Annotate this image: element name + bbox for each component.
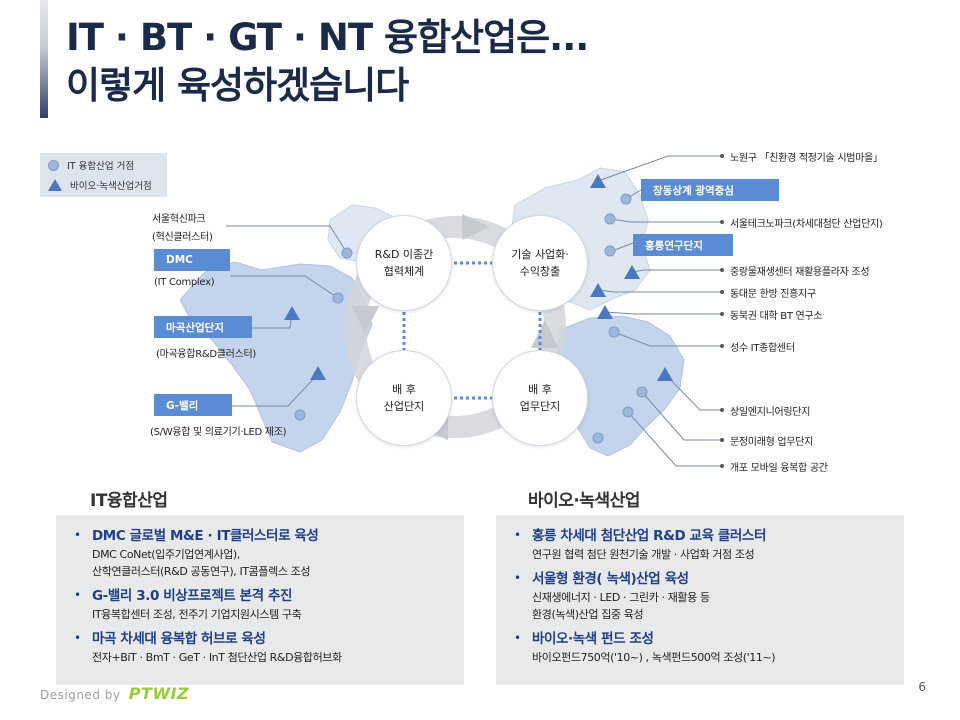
bullet-icon: • <box>514 528 522 542</box>
label-gvalley-sub: (S/W융합 및 의료기기·LED 제조) <box>150 427 287 438</box>
changdong-marker <box>620 193 632 205</box>
cycle-rnd-circle: R&D 이종간 협력체계 <box>356 215 452 311</box>
label-munjeong: 문정미래형 업무단지 <box>730 437 813 448</box>
jungnang-marker <box>624 265 640 279</box>
it-section-title: IT융합산업 <box>90 491 168 511</box>
bio-section-title: 바이오·녹색산업 <box>528 491 640 511</box>
it-item: • G-밸리 3.0 비상프로젝트 본격 추진 IT융복합센터 조성, 전주기 … <box>74 587 444 623</box>
legend-bio-row: 바이오·녹색산업거점 <box>48 178 152 192</box>
bio-item-head: 서울형 환경( 녹색)산업 육성 <box>532 571 689 587</box>
it-section-panel: • DMC 글로벌 M&E · IT클러스터로 육성 DMC CoNet(입주기… <box>56 515 464 685</box>
west-leader-lines <box>226 225 348 407</box>
bullet-icon: • <box>514 571 522 585</box>
it-item-head: G-밸리 3.0 비상프로젝트 본격 추진 <box>92 588 293 604</box>
cycle-back-industry-circle: 배 후 산업단지 <box>356 350 452 446</box>
box-magok: 마곡산업단지 <box>154 316 252 338</box>
it-item: • 마곡 차세대 융복합 허브로 육성 전자+BiT · BmT · GeT ·… <box>74 630 444 666</box>
box-changdong: 창동상계 광역중심 <box>641 179 779 201</box>
box-dmc: DMC <box>154 249 230 271</box>
east-leader-lines <box>597 155 722 467</box>
east-label-dots <box>720 154 724 468</box>
flow-arrow-right <box>531 320 558 348</box>
munjeong-marker <box>636 386 648 398</box>
dongbuk-bt-marker <box>597 305 613 319</box>
gvalley-marker <box>310 366 326 380</box>
seoul-technopark-marker <box>604 213 616 225</box>
label-seongsu: 성수 IT종합센터 <box>730 343 795 354</box>
box-gvalley: G-밸리 <box>154 394 232 416</box>
dmc-marker <box>332 292 344 304</box>
map-southwest-region <box>179 261 373 453</box>
map-legend: IT 융합산업 거점 바이오·녹색산업거점 <box>40 153 167 197</box>
it-item: • DMC 글로벌 M&E · IT클러스터로 육성 DMC CoNet(입주기… <box>74 527 444 580</box>
box-hongneung: 홍릉연구단지 <box>633 234 733 256</box>
cycle-back-office-circle: 배 후 업무단지 <box>492 350 588 446</box>
label-dongbuk-bt: 동북권 대학 BT 연구소 <box>730 311 823 322</box>
label-jungnang: 중랑물재생센터 재활용플라자 조성 <box>730 267 870 278</box>
footer-credit: Designed by PTWIZ <box>40 684 189 703</box>
flow-arrow-top <box>462 214 490 240</box>
flow-arrow-left <box>352 306 379 334</box>
label-nowon: 노원구 「친환경 적정기술 시범마을」 <box>730 153 883 164</box>
legend-bio-label: 바이오·녹색산업거점 <box>70 181 152 192</box>
nowon-marker <box>590 174 606 188</box>
cycle-tech-circle: 기술 사업화· 수익창출 <box>492 215 588 311</box>
seoul-innovation-park-marker <box>341 247 353 259</box>
bullet-icon: • <box>514 631 522 645</box>
bio-item: • 서울형 환경( 녹색)산업 육성 신재생에너지 · LED · 그린카 · … <box>514 570 884 623</box>
bio-item-line: 신재생에너지 · LED · 그린카 · 재활용 등 <box>532 591 710 604</box>
gaepo-marker <box>622 406 634 418</box>
cycle-flow-ring <box>344 216 566 438</box>
east-extra-marker <box>592 432 604 444</box>
label-sangil: 상일엔지니어링단지 <box>730 407 811 418</box>
bullet-icon: • <box>74 528 82 542</box>
it-item-line: IT융복합센터 조성, 전주기 기업지원시스템 구축 <box>92 608 302 621</box>
it-item-line: 산학연클러스터(R&D 공동연구), IT콤플렉스 조성 <box>92 565 311 578</box>
bio-item-line: 환경(녹색)산업 집중 육성 <box>532 608 644 621</box>
label-magok-sub: (마곡융합R&D클러스터) <box>156 349 256 360</box>
seongsu-marker <box>608 326 620 338</box>
bio-section-panel: • 홍릉 차세대 첨단산업 R&D 교육 클러스터 연구원 협력 첨단 원천기술… <box>496 515 904 685</box>
bullet-icon: • <box>74 588 82 602</box>
legend-it-label: IT 융합산업 거점 <box>67 161 135 172</box>
page-title-line1: IT · BT · GT · NT 융합산업은... <box>66 16 589 59</box>
page-title: IT · BT · GT · NT 융합산업은... 이렇게 육성하겠습니다 <box>66 14 589 110</box>
page-number: 6 <box>918 680 926 694</box>
label-dongdaemun: 동대문 한방 진흥지구 <box>730 289 816 300</box>
dongdaemun-marker <box>590 283 606 297</box>
title-accent-bar <box>40 0 48 118</box>
bio-item: • 바이오·녹색 펀드 조성 바이오펀드750억('10~) , 녹색펀드500… <box>514 630 884 666</box>
label-seoul-innovation-park: 서울혁신파크 <box>152 214 206 225</box>
bullet-icon: • <box>74 631 82 645</box>
label-seoul-innovation-park-sub: (혁신클러스터) <box>152 232 213 243</box>
label-seoul-technopark: 서울테크노파크(차세대첨단 산업단지) <box>730 219 883 230</box>
legend-circle-icon <box>48 159 59 171</box>
legend-it-row: IT 융합산업 거점 <box>48 158 134 172</box>
it-item-head: 마곡 차세대 융복합 허브로 육성 <box>92 631 266 647</box>
sangil-marker <box>657 367 673 381</box>
bio-item-line: 바이오펀드750억('10~) , 녹색펀드500억 조성('11~) <box>532 651 776 664</box>
label-dmc-sub: (IT Complex) <box>154 277 215 288</box>
footer-designed-by: Designed by <box>40 688 121 702</box>
footer-brand-logo: PTWIZ <box>128 684 190 703</box>
bio-item-line: 연구원 협력 첨단 원천기술 개발 · 사업화 거점 조성 <box>532 548 755 561</box>
label-gaepo: 개포 모바일 융복합 공간 <box>730 463 828 474</box>
bio-item-head: 바이오·녹색 펀드 조성 <box>532 631 654 647</box>
bio-item-head: 홍릉 차세대 첨단산업 R&D 교육 클러스터 <box>532 528 766 544</box>
hongneung-marker <box>604 245 616 257</box>
it-item-head: DMC 글로벌 M&E · IT클러스터로 육성 <box>92 528 319 544</box>
it-item-line: DMC CoNet(입주기업연계사업), <box>92 548 240 561</box>
magok-marker <box>284 306 300 320</box>
bio-item: • 홍릉 차세대 첨단산업 R&D 교육 클러스터 연구원 협력 첨단 원천기술… <box>514 527 884 563</box>
legend-triangle-icon <box>48 179 62 191</box>
it-item-line: 전자+BiT · BmT · GeT · InT 첨단산업 R&D융합허브화 <box>92 651 342 664</box>
west-extra-marker <box>294 409 306 421</box>
page-title-line2: 이렇게 육성하겠습니다 <box>66 64 409 107</box>
